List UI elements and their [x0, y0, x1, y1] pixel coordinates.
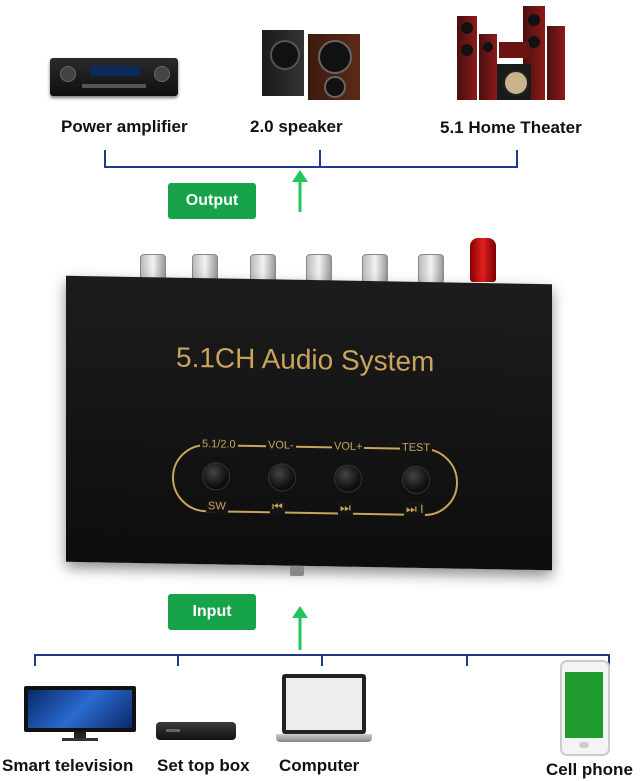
power-amplifier-image	[50, 58, 178, 96]
output-label-home-theater: 5.1 Home Theater	[440, 118, 582, 137]
play-pause-icon: ⏭ I	[404, 501, 426, 518]
input-label-set-top-box: Set top box	[157, 756, 250, 775]
previous-track-icon: ⏮	[270, 499, 285, 515]
input-bracket-drop	[466, 654, 468, 666]
output-bracket-mid	[319, 150, 321, 168]
output-bracket-line	[104, 166, 518, 168]
vol-up-button[interactable]	[334, 464, 362, 493]
output-arrow-icon	[292, 170, 308, 212]
device-title: 5.1CH Audio System	[176, 341, 435, 378]
rca-jack	[362, 254, 388, 284]
laptop-image	[276, 674, 372, 746]
input-label-computer: Computer	[279, 756, 360, 775]
vol-down-button[interactable]	[268, 463, 296, 492]
button-label-mode: 5.1/2.0	[200, 438, 238, 451]
button-label-vol-up: VOL+	[332, 440, 365, 453]
device-body: 5.1CH Audio System 5.1/2.0 VOL- VOL+ TES…	[66, 275, 552, 571]
power-cable-connector	[470, 238, 496, 282]
input-tag: Input	[168, 594, 256, 630]
input-bracket-drop	[608, 654, 610, 666]
input-bracket-drop	[34, 654, 36, 666]
home-theater-image	[447, 4, 567, 104]
audio-system-device: 5.1CH Audio System 5.1/2.0 VOL- VOL+ TES…	[66, 238, 552, 571]
button-label-test: TEST	[400, 441, 433, 455]
input-bracket-drop	[177, 654, 179, 666]
input-label-cell-phone: Cell phone	[546, 760, 633, 779]
button-label-vol-down: VOL-	[266, 439, 296, 452]
button-label-sw: SW	[206, 500, 228, 513]
cell-phone-image	[560, 660, 610, 756]
set-top-box-image	[156, 722, 236, 742]
input-bracket-drop	[321, 654, 323, 666]
output-bracket-right	[516, 150, 518, 168]
rca-jack	[306, 254, 332, 284]
mode-button[interactable]	[202, 462, 230, 491]
output-label-2-0-speaker: 2.0 speaker	[250, 117, 343, 136]
test-button[interactable]	[402, 465, 430, 495]
input-jack	[290, 566, 304, 576]
input-arrow-icon	[292, 606, 308, 650]
output-label-power-amplifier: Power amplifier	[61, 117, 188, 136]
input-label-smart-tv: Smart television	[2, 756, 134, 775]
rca-jack	[418, 254, 444, 284]
output-bracket-left	[104, 150, 106, 168]
output-tag: Output	[168, 183, 256, 219]
stereo-speaker-image	[262, 20, 362, 100]
next-track-icon: ⏭	[338, 500, 353, 516]
smart-tv-image	[24, 686, 138, 742]
